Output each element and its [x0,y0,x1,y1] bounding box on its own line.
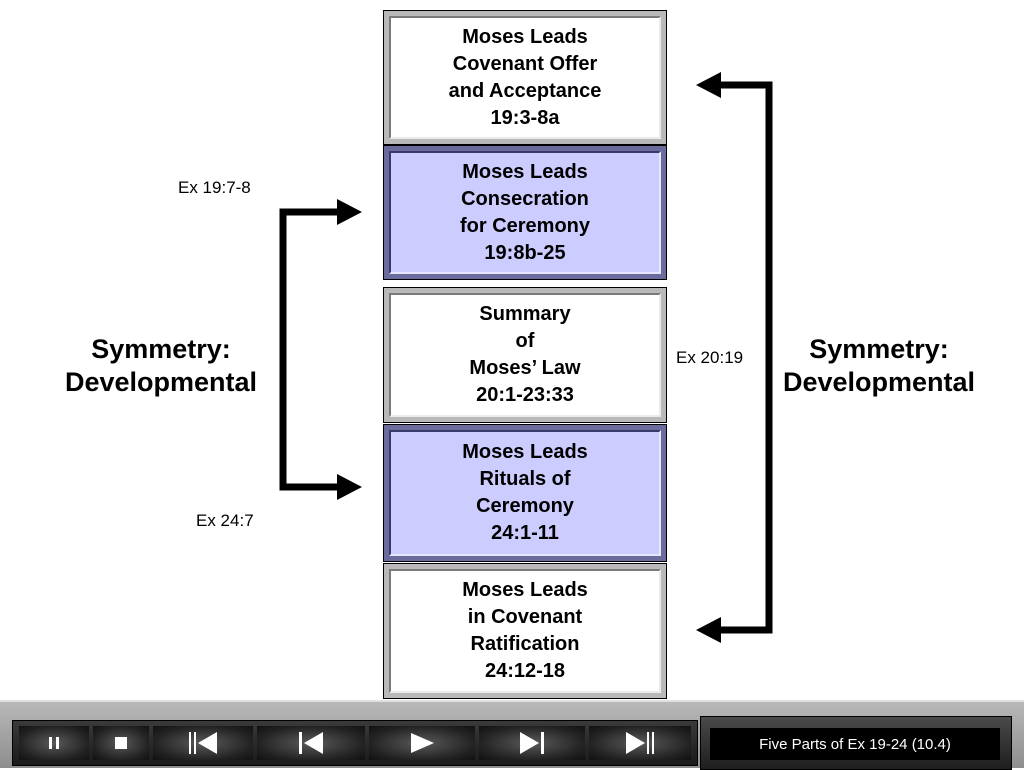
box-line: for Ceremony [459,214,591,237]
pause-button[interactable] [19,726,89,760]
left-symmetry-label: Symmetry: Developmental [48,333,274,399]
box-line: 20:1-23:33 [476,384,574,406]
last-slide-button[interactable] [589,726,691,760]
box-summary-law: Summary of Moses’ Law 20:1-23:33 [383,287,667,423]
previous-slide-button[interactable] [257,726,365,760]
slide-title-panel: Five Parts of Ex 19-24 (10.4) [700,716,1012,770]
box-line: Moses’ Law [469,357,581,379]
box-line: Ratification [470,633,580,655]
box-line: in Covenant [467,606,583,628]
symmetry-label-line: Symmetry: [91,334,231,364]
symmetry-label-line: Developmental [64,367,258,397]
ref-ex-19-7-8: Ex 19:7-8 [178,178,251,197]
symmetry-label-line: Symmetry: [809,334,949,364]
left-top-arrowhead [337,199,362,225]
symmetry-label-line: Developmental [782,367,976,397]
ref-ex-24-7: Ex 24:7 [196,511,254,530]
player-buttons-strip [12,720,698,766]
next-slide-button[interactable] [479,726,585,760]
box-covenant-offer: Moses Leads Covenant Offer and Acceptanc… [383,10,667,145]
bracket-arrows [279,72,773,643]
play-icon [411,733,434,753]
box-line: Moses Leads [462,441,588,463]
right-top-arrowhead [696,72,721,98]
stop-button[interactable] [93,726,149,760]
box-line: 19:8b-25 [484,241,566,264]
box-line: Ceremony [476,495,574,517]
play-button[interactable] [369,726,475,760]
first-slide-icon [189,732,217,754]
box-line: 24:12-18 [484,660,566,682]
player-control-bar: Five Parts of Ex 19-24 (10.4) [0,700,1024,770]
right-symmetry-label: Symmetry: Developmental [766,333,992,399]
box-line: Moses Leads [462,160,588,183]
stop-icon [115,737,127,749]
pause-icon [49,737,59,749]
next-slide-icon [520,732,544,754]
box-line: and Acceptance [448,79,602,102]
right-bracket-arrow [718,81,773,634]
first-slide-button[interactable] [153,726,253,760]
box-consecration: Moses Leads Consecration for Ceremony 19… [383,145,667,280]
last-slide-icon [626,732,654,754]
box-rituals: Moses Leads Rituals of Ceremony 24:1-11 [383,424,667,562]
ref-ex-20-19: Ex 20:19 [676,348,744,367]
left-bottom-arrowhead [337,474,362,500]
box-line: 19:3-8a [490,106,560,129]
previous-slide-icon [299,732,323,754]
box-ratification: Moses Leads in Covenant Ratification 24:… [383,563,667,699]
box-line: Consecration [461,187,589,210]
box-line: 24:1-11 [491,522,559,544]
box-line: Rituals of [479,468,571,490]
box-line: Summary [479,303,571,325]
box-line: Moses Leads [462,25,588,48]
box-line: of [515,330,535,352]
left-bracket-arrow [279,208,340,491]
slide-title: Five Parts of Ex 19-24 (10.4) [710,728,1000,760]
right-bottom-arrowhead [696,617,721,643]
box-line: Covenant Offer [452,52,598,75]
box-line: Moses Leads [462,579,588,601]
